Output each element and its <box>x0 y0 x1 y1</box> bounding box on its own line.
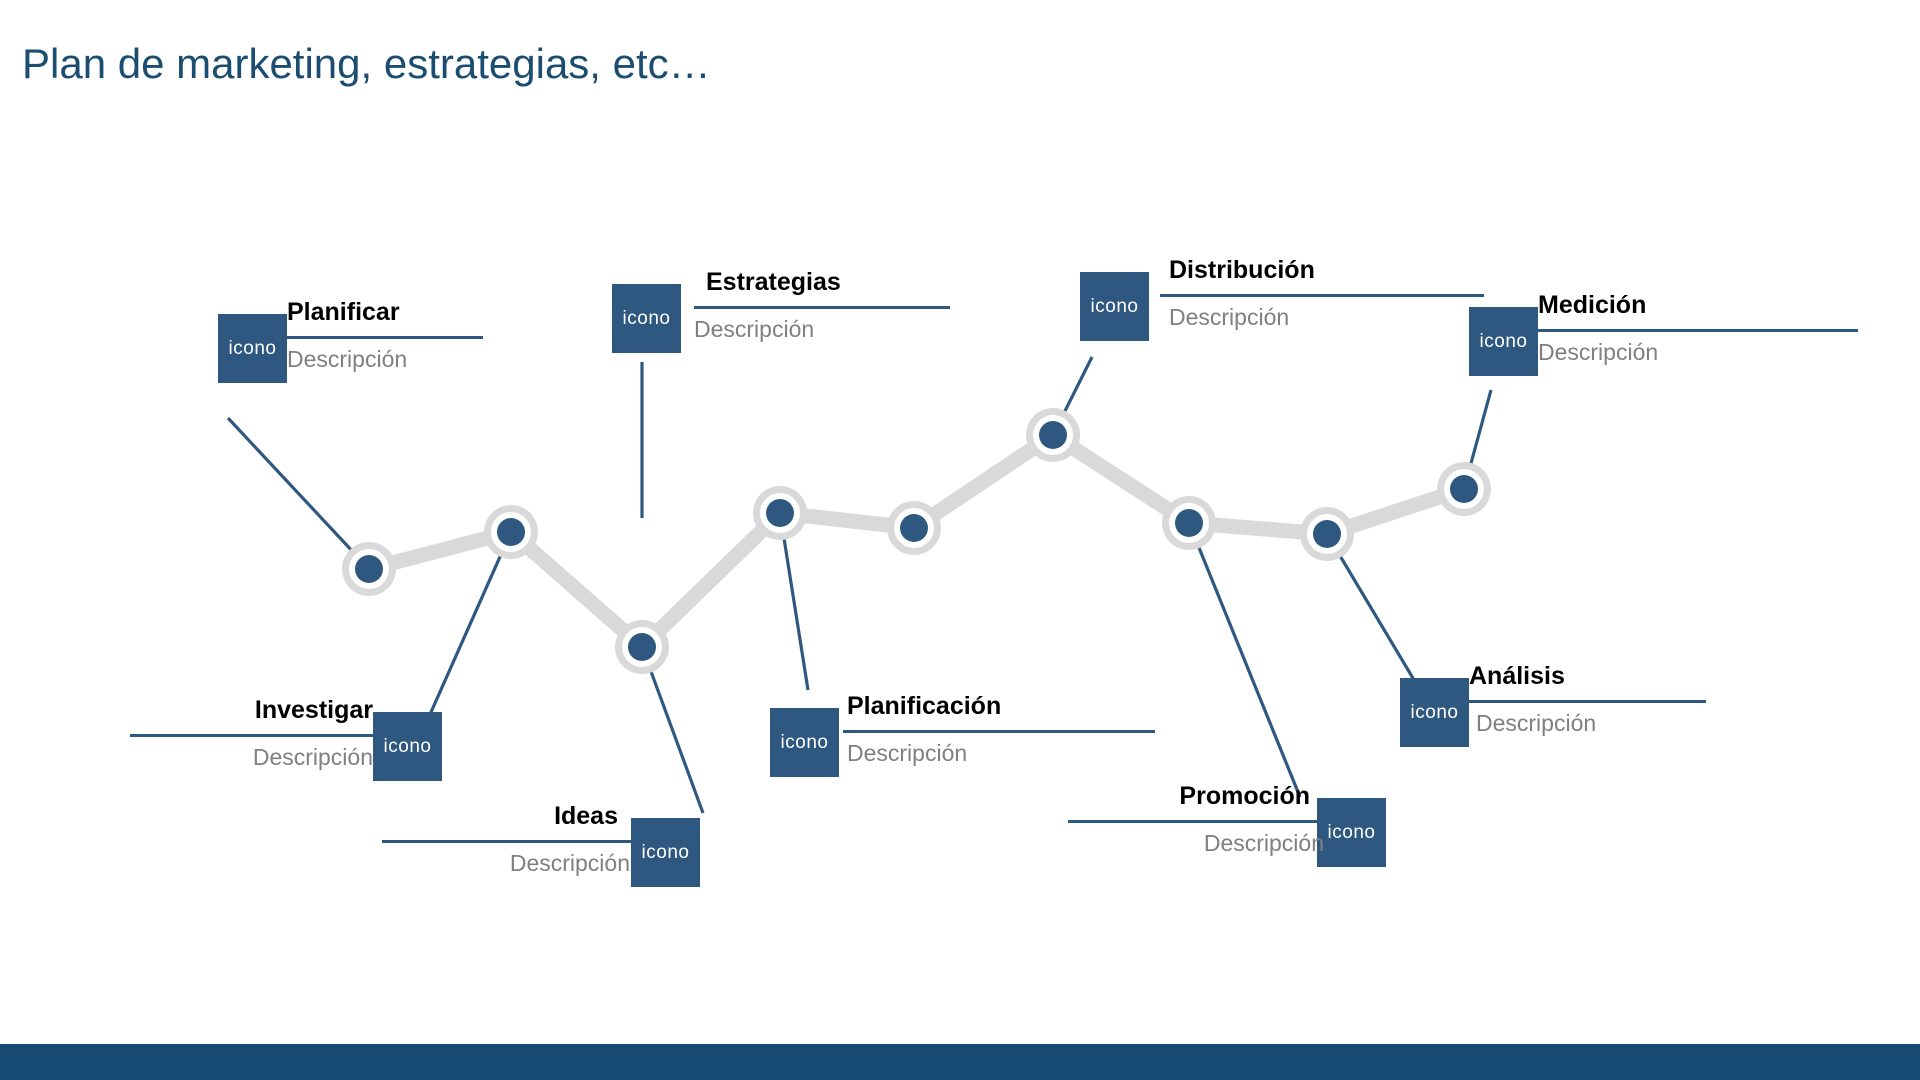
chart-marker <box>1300 507 1354 561</box>
chart-marker <box>753 486 807 540</box>
callout-title: Promoción <box>1179 782 1310 810</box>
callout-title: Planificación <box>847 692 1002 720</box>
callout-title: Distribución <box>1169 256 1315 284</box>
callout-rule <box>694 306 950 309</box>
icono-icon: icono <box>1469 307 1538 376</box>
callout-title: Planificar <box>287 298 400 326</box>
page-title: Plan de marketing, estrategias, etc… <box>22 40 711 87</box>
icono-icon: icono <box>631 818 700 887</box>
callout-title: Estrategias <box>706 268 841 296</box>
chart-marker <box>1437 462 1491 516</box>
icono-icon: icono <box>1400 678 1469 747</box>
callout-description: Descripción <box>509 850 630 876</box>
icono-icon: icono <box>770 708 839 777</box>
callout-rule <box>843 730 1155 733</box>
callout-description: Descripción <box>1169 304 1290 330</box>
callout-description: Descripción <box>287 346 408 372</box>
callout-rule <box>1160 294 1484 297</box>
chart-marker <box>1162 496 1216 550</box>
leader-line-planificar <box>226 416 371 571</box>
chart-marker <box>342 542 396 596</box>
callout-rule <box>382 840 631 843</box>
callout-description: Descripción <box>252 744 373 770</box>
callout-rule <box>287 336 483 339</box>
callout-description: Descripción <box>1203 830 1324 856</box>
callout-title: Investigar <box>254 696 373 724</box>
chart-markers <box>342 408 1491 674</box>
chart-marker <box>887 501 941 555</box>
icono-icon: icono <box>218 314 287 383</box>
callout-rule <box>1068 820 1317 823</box>
callout-title: Ideas <box>554 802 618 830</box>
callout-description: Descripción <box>694 316 815 342</box>
icono-icon: icono <box>612 284 681 353</box>
callout-description: Descripción <box>1538 339 1659 365</box>
leader-line-ideas <box>640 646 705 814</box>
icono-icon: icono <box>1317 798 1386 867</box>
icono-icon: icono <box>1080 272 1149 341</box>
footer-band <box>0 1044 1920 1080</box>
callout-title: Análisis <box>1469 662 1565 690</box>
callout-rule <box>130 734 373 737</box>
callout-rule <box>1469 700 1706 703</box>
chart-marker <box>1026 408 1080 462</box>
callout-description: Descripción <box>847 740 968 766</box>
chart-marker <box>484 505 538 559</box>
leader-line-planificacion <box>778 512 810 691</box>
chart-marker <box>615 620 669 674</box>
callout-title: Medición <box>1538 291 1647 319</box>
leader-line-analisis <box>1325 533 1422 691</box>
leader-line-promocion <box>1187 522 1302 798</box>
callout-rule <box>1538 329 1858 332</box>
callout-description: Descripción <box>1476 710 1597 736</box>
icono-icon: icono <box>373 712 442 781</box>
